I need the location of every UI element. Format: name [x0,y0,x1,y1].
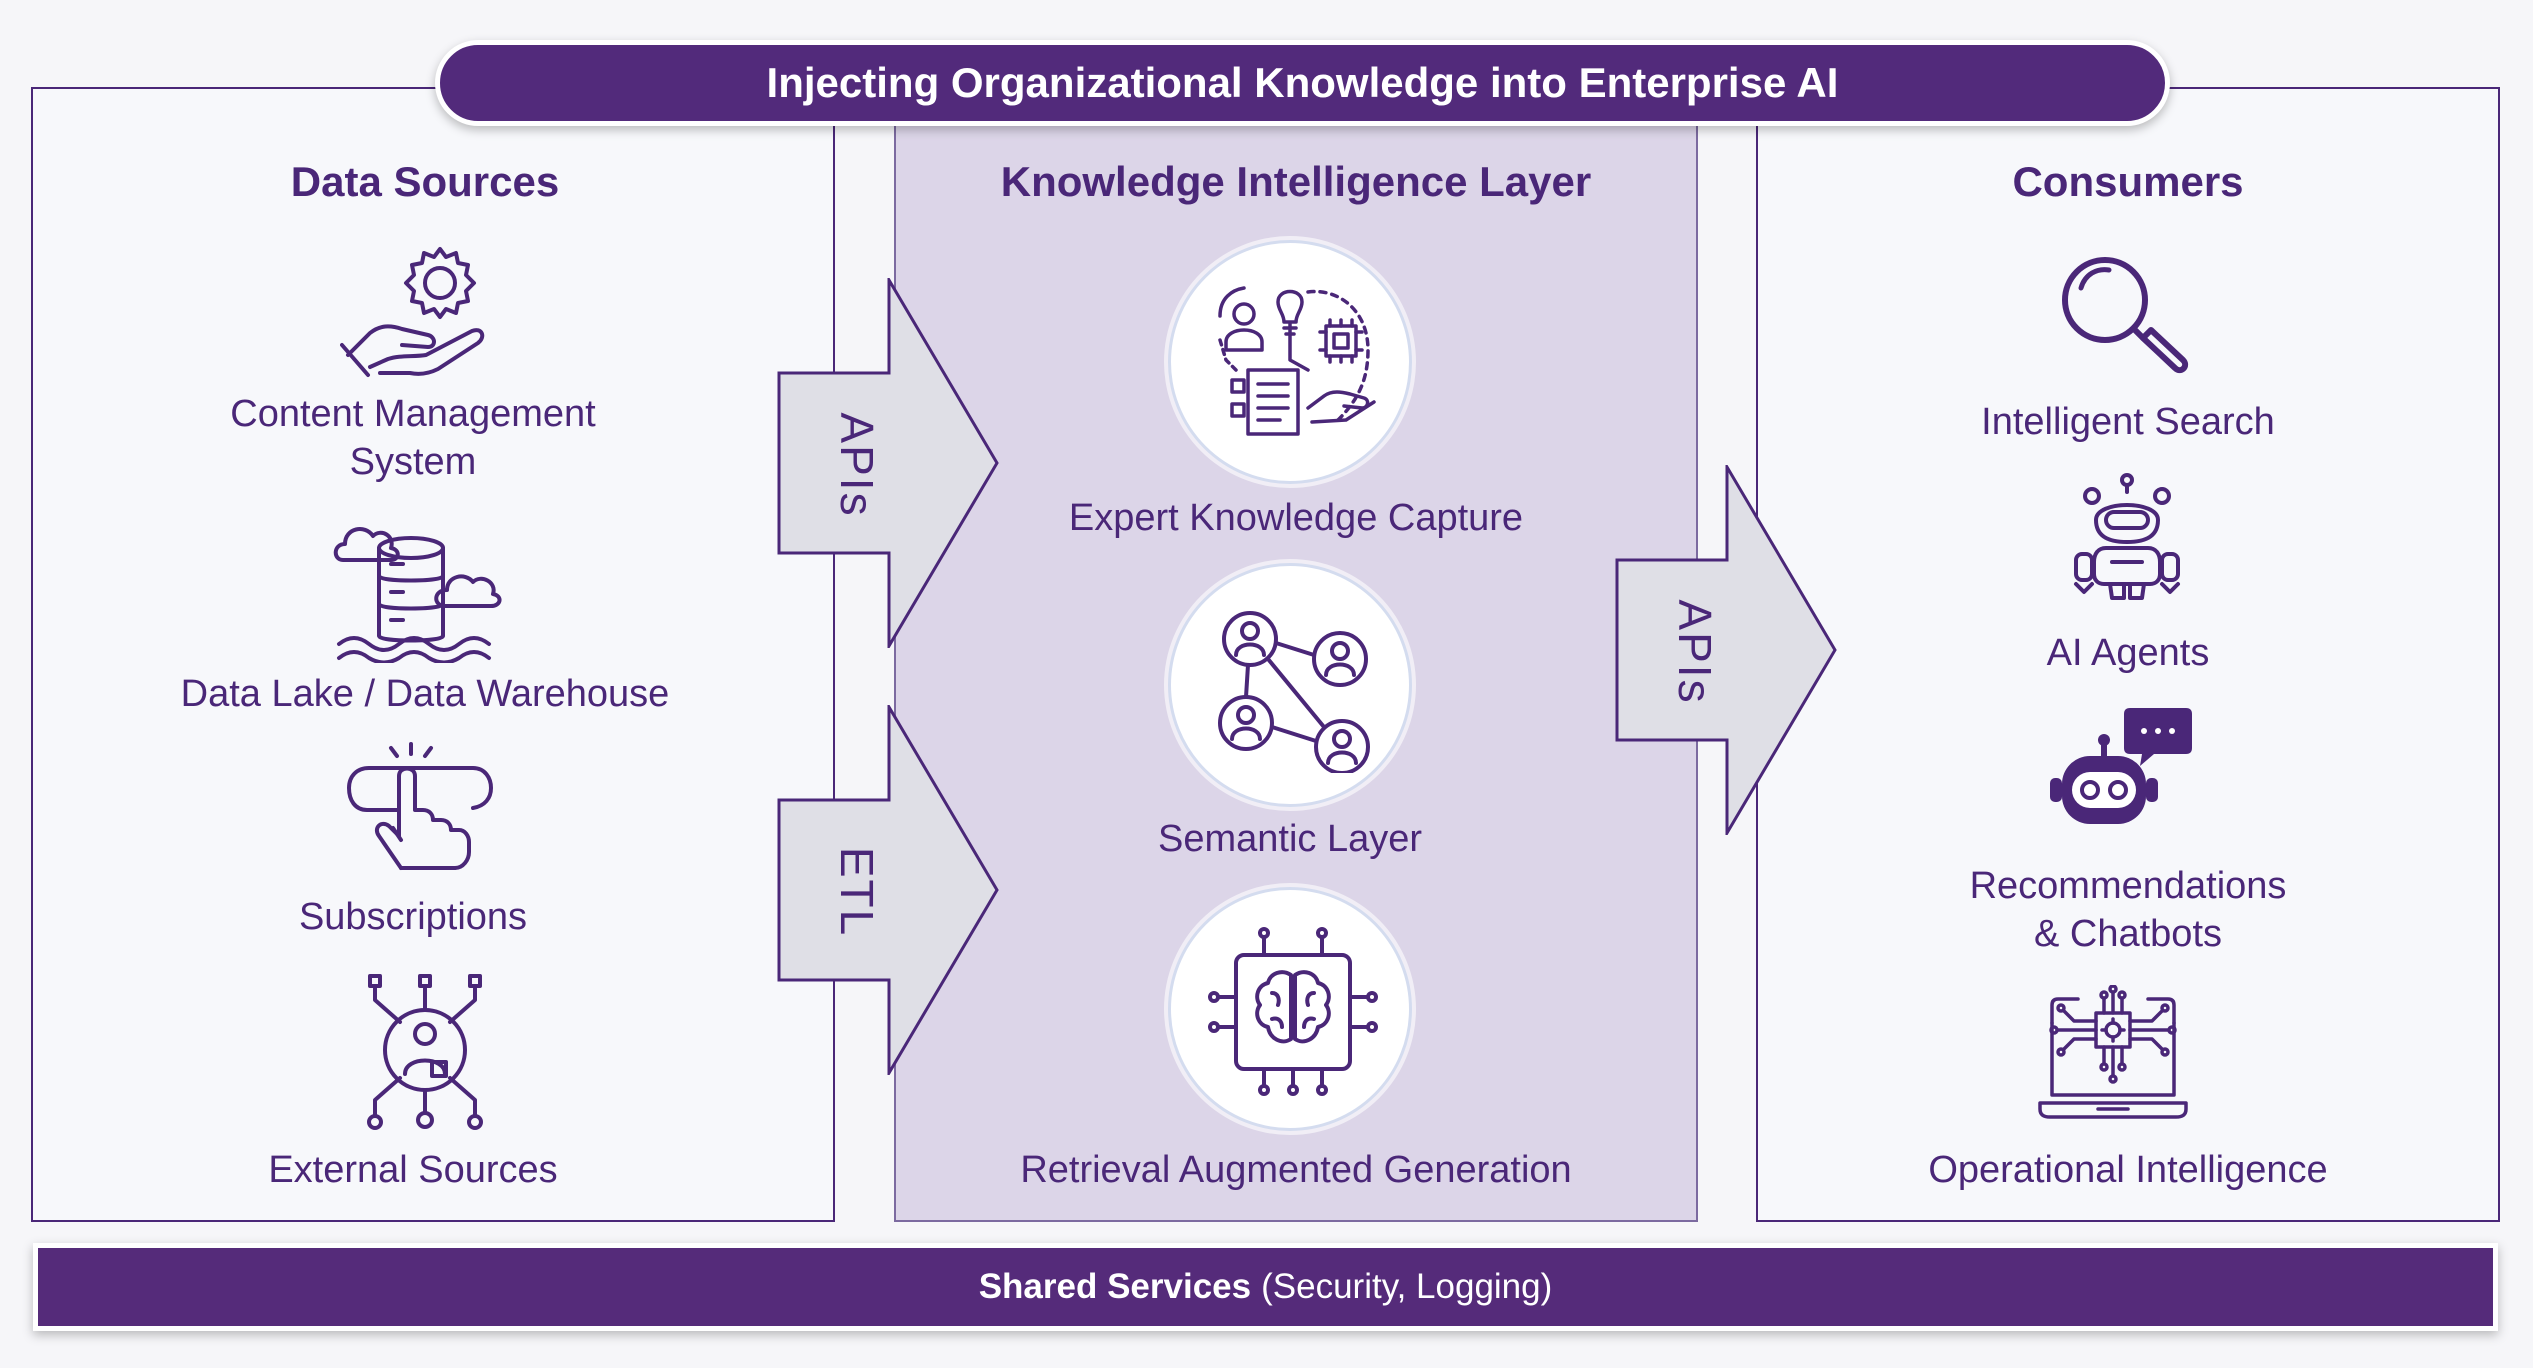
shared-services-detail: (Security, Logging) [1261,1267,1553,1306]
data-sources-heading: Data Sources [290,158,560,205]
chatbot-icon [2050,708,2192,824]
semantic-layer-circle [1168,563,1412,807]
expert-capture-icon [1218,286,1376,436]
expert-capture-circle [1168,240,1412,484]
expert-capture-label: Expert Knowledge Capture [1068,497,1524,539]
semantic-layer-label: Semantic Layer [1157,818,1422,860]
intelligent-search-label: Intelligent Search [1981,401,2275,443]
operational-intelligence-label: Operational Intelligence [1928,1149,2328,1191]
shared-services-title: Shared Services [978,1267,1252,1306]
shared-services-bar: Shared Services (Security, Logging) [33,1243,2498,1331]
etl-arrow [777,705,999,1075]
cms-label-line1: Content Management [230,393,596,435]
data-lake-label: Data Lake / Data Warehouse [180,673,670,715]
hand-gear-icon [340,247,485,377]
ai-agents-label: AI Agents [2046,632,2210,674]
database-clouds-icon [333,527,502,663]
brain-chip-icon [1208,927,1378,1096]
external-sources-label: External Sources [268,1149,558,1191]
consumers-panel [1756,87,2500,1222]
laptop-chip-icon [2038,985,2188,1119]
diagram-title: Injecting Organizational Knowledge into … [435,40,2170,126]
consumers-heading: Consumers [2012,158,2244,205]
etl-label: ETL [831,846,883,938]
apis-arrow-right [1615,465,1837,835]
finger-press-icon [347,742,493,870]
recommendations-label-line1: Recommendations [1969,865,2287,907]
apis-label-right: APIs [1669,599,1721,705]
magnifier-icon [2062,257,2189,374]
recommendations-label-line2: & Chatbots [2034,913,2222,955]
rag-circle [1168,887,1412,1131]
cms-label-line2: System [349,441,477,483]
apis-label-left: APIs [831,412,883,518]
subscriptions-label: Subscriptions [298,896,528,938]
apis-arrow-left [777,278,999,648]
network-person-icon [367,974,483,1130]
rag-label: Retrieval Augmented Generation [1020,1149,1572,1191]
robot-icon [2074,473,2180,600]
knowledge-layer-heading: Knowledge Intelligence Layer [1000,158,1592,205]
people-network-icon [1218,611,1370,773]
